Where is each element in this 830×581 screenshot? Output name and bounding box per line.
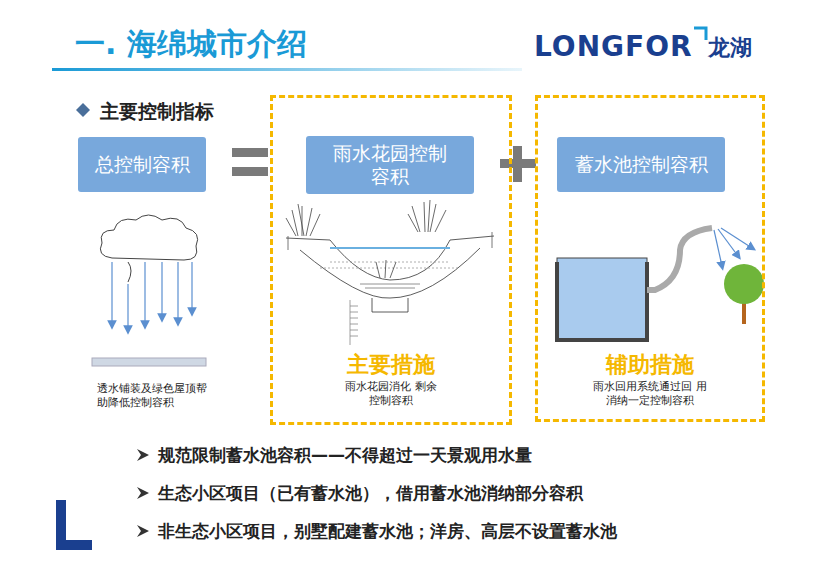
bullet-text: 非生态小区项目，别墅配建蓄水池；洋房、高层不设置蓄水池 — [158, 520, 617, 543]
box-label: 总控制容积 — [95, 153, 190, 176]
spray-arrows — [714, 228, 752, 266]
storage-tank — [557, 258, 647, 340]
main-measure-frame: 主要措施雨水花园消化 剩余控制容积 雨水花园控制 容积 — [270, 95, 512, 425]
permeable-paving — [92, 358, 206, 366]
bullet-arrows — [137, 449, 149, 537]
box-label: 雨水花园控制 容积 — [325, 142, 455, 188]
measure-note: 雨水花园消化 剩余控制容积 — [341, 380, 441, 409]
rain-garden-section — [286, 200, 494, 345]
equals-sign — [232, 167, 268, 176]
bullet-text: 规范限制蓄水池容积——不得超过一天景观用水量 — [158, 444, 532, 467]
logo-text: 龙湖 — [708, 33, 752, 63]
bullet-text: 生态小区项目（已有蓄水池），借用蓄水池消纳部分容积 — [158, 482, 583, 505]
storage-tank — [557, 262, 647, 340]
rain-garden-box: 雨水花园控制 容积 — [306, 136, 474, 194]
equals-sign — [232, 148, 268, 157]
illustration-note: 透水铺装及绿色屋顶帮助降低控制容积 — [97, 382, 209, 411]
aux-measure-frame: 辅助措施雨水回用系统通过回 用消纳一定控制容积 蓄水池控制容积 — [535, 95, 765, 422]
section-heading: 主要控制指标 — [100, 99, 214, 125]
measure-heading: 主要措施 — [273, 350, 509, 380]
measure-note: 雨水回用系统通过回 用消纳一定控制容积 — [590, 380, 710, 409]
reuse-pipe — [647, 228, 712, 290]
cloud — [100, 215, 197, 330]
logo-text: LONGFOR — [534, 30, 693, 63]
total-volume-box: 总控制容积 — [78, 137, 206, 192]
box-label: 蓄水池控制容积 — [575, 153, 708, 176]
page-title: 一. 海绵城市介绍 — [75, 24, 307, 65]
tree-crown — [724, 264, 764, 304]
logo-mark — [694, 28, 706, 40]
tank-volume-box: 蓄水池控制容积 — [557, 137, 725, 192]
bullet-diamond — [76, 103, 90, 117]
title-underline — [52, 68, 522, 71]
plus-sign — [513, 146, 522, 182]
corner-mark — [56, 500, 92, 550]
measure-heading: 辅助措施 — [538, 350, 762, 380]
